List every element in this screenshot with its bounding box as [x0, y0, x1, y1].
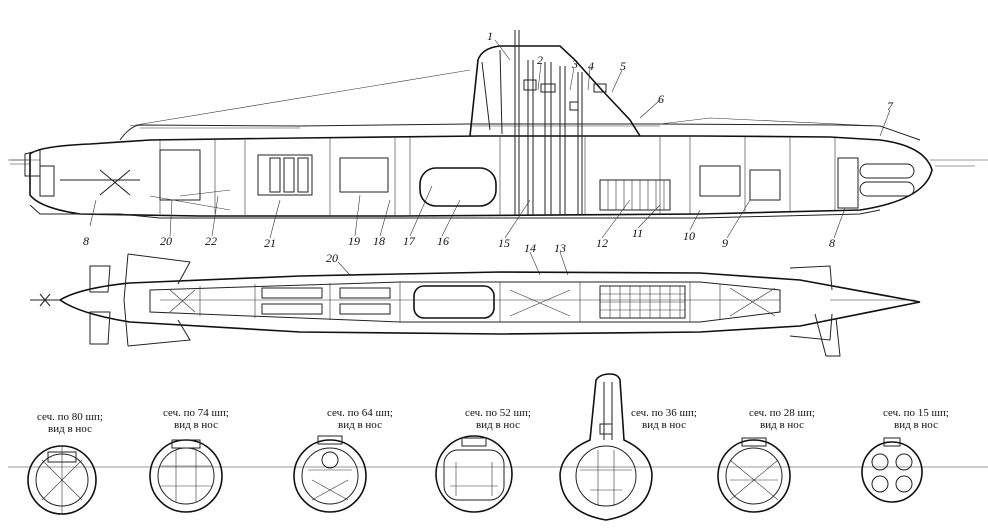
caption-15-line1: сеч. по 15 шп;	[883, 407, 949, 419]
callout-20-side: 20	[160, 234, 172, 248]
plan-hull	[58, 271, 921, 335]
callout-21: 21	[264, 236, 276, 250]
callout-19: 19	[348, 234, 360, 248]
plan-view	[30, 253, 921, 357]
section-36	[559, 373, 653, 521]
section-80	[27, 445, 97, 515]
callout-7: 7	[887, 99, 894, 113]
callout-9: 9	[722, 236, 728, 250]
callout-12: 12	[596, 236, 608, 250]
callout-10: 10	[683, 229, 695, 243]
plan-battery-tank	[413, 285, 495, 319]
callout-18: 18	[373, 234, 385, 248]
caption-15-line2: вид в нос	[894, 419, 938, 431]
caption-80-line2: вид в нос	[48, 423, 92, 435]
callout-13: 13	[554, 241, 566, 255]
masts	[514, 30, 607, 215]
callout-6: 6	[658, 92, 664, 106]
caption-74-line1: сеч. по 74 шп;	[163, 407, 229, 419]
section-28	[717, 437, 791, 513]
callout-labels: 1 2 3 4 5 6 7 8 20 22 21 19 18 17 16 15 …	[83, 29, 894, 265]
callout-20-plan: 20	[326, 251, 338, 265]
callout-3: 3	[571, 57, 578, 71]
caption-52-line2: вид в нос	[476, 419, 520, 431]
caption-80-line1: сеч. по 80 шп;	[37, 411, 103, 423]
caption-52-line1: сеч. по 52 шп;	[465, 407, 531, 419]
caption-36-line2: вид в нос	[642, 419, 686, 431]
section-15	[861, 437, 923, 503]
hull-outline	[29, 135, 933, 217]
callout-11: 11	[632, 226, 643, 240]
battery-tank	[419, 167, 497, 207]
callout-17: 17	[403, 234, 416, 248]
caption-74-line2: вид в нос	[174, 419, 218, 431]
side-view	[8, 30, 988, 219]
callout-8-fwd: 8	[829, 236, 835, 250]
caption-36-line1: сеч. по 36 шп;	[631, 407, 697, 419]
callout-leaders	[89, 39, 891, 276]
section-captions: сеч. по 80 шп; вид в нос сеч. по 74 шп; …	[37, 407, 949, 435]
caption-64-line2: вид в нос	[338, 419, 382, 431]
callout-4: 4	[588, 59, 594, 73]
callout-2: 2	[537, 53, 543, 67]
callout-1: 1	[487, 29, 493, 43]
internal-compartments	[39, 136, 915, 216]
cross-sections	[8, 373, 988, 521]
caption-28-line1: сеч. по 28 шп;	[749, 407, 815, 419]
section-74	[149, 439, 223, 513]
section-52	[435, 435, 513, 513]
sail	[469, 45, 641, 137]
section-64	[293, 435, 367, 513]
caption-64-line1: сеч. по 64 шп;	[327, 407, 393, 419]
callout-5: 5	[620, 59, 626, 73]
callout-15: 15	[498, 236, 510, 250]
callout-22: 22	[205, 234, 217, 248]
callout-8-aft: 8	[83, 234, 89, 248]
battery-pit	[599, 179, 671, 211]
caption-28-line2: вид в нос	[760, 419, 804, 431]
callout-16: 16	[437, 234, 449, 248]
callout-14: 14	[524, 241, 536, 255]
